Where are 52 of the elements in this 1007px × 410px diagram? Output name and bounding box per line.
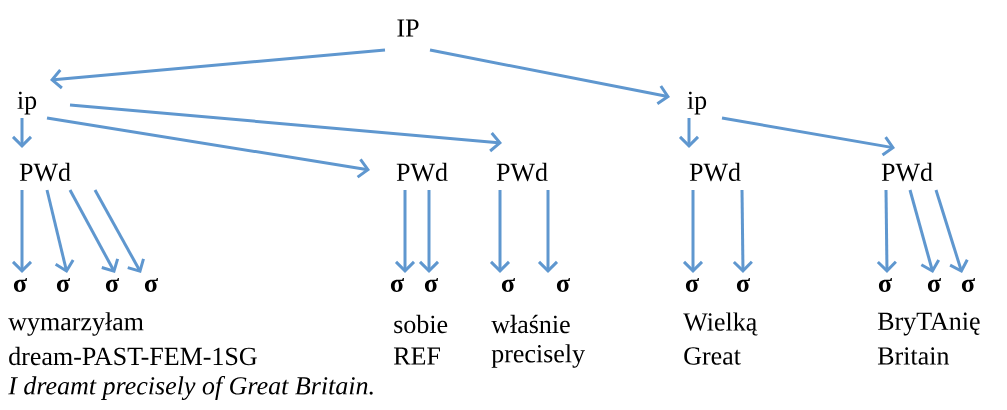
gloss-label: precisely [491,344,585,368]
category-label: PWd [689,162,741,182]
category-label: IP [397,19,419,37]
arrow [682,190,704,273]
category-label: ip [17,91,37,115]
syllable-label: σ [556,278,570,292]
arrow [69,103,502,153]
gloss-label: Britain [877,347,950,365]
gloss-label: Great [684,347,741,365]
arrow [489,190,511,273]
syllable-label: σ [144,278,158,292]
category-label: PWd [19,162,71,182]
syllable-label: σ [685,278,699,292]
arrow [732,190,753,273]
arrow [876,190,897,273]
arrow [418,190,440,273]
arrow [934,189,969,273]
syllable-label: σ [927,278,941,292]
syllable-label: σ [878,278,892,292]
arrow [908,189,940,273]
arrow [46,116,370,179]
translation-caption: I dreamt precisely of Great Britain. [8,376,373,400]
arrow [11,190,33,273]
gloss-label: dream-PAST-FEM-1SG [9,346,257,366]
word-label: Wielką [683,312,758,336]
arrow [68,189,120,273]
category-label: PWd [396,162,448,182]
syllable-label: σ [501,278,515,292]
gloss-label: REF [393,347,440,365]
arrow [678,118,700,148]
syllable-label: σ [105,278,119,292]
category-label: ip [687,91,707,115]
arrow [537,190,559,273]
category-label: PWd [496,162,548,182]
arrow [93,189,145,273]
word-label: sobie [394,314,448,334]
arrow [50,48,386,90]
word-label: BryTAnię [877,312,980,336]
category-label: PWd [881,162,933,182]
syllable-label: σ [56,278,70,292]
word-label: właśnie [491,314,570,334]
syllable-label: σ [961,278,975,292]
syllable-label: σ [390,278,404,292]
syllable-label: σ [736,278,750,292]
word-label: wymarzyłam [8,312,144,336]
syllable-label: σ [13,278,27,292]
arrow [394,190,416,273]
arrow [721,116,895,157]
arrow [45,189,75,273]
syllable-label: σ [424,278,438,292]
arrow [429,48,670,105]
arrow [11,118,33,148]
